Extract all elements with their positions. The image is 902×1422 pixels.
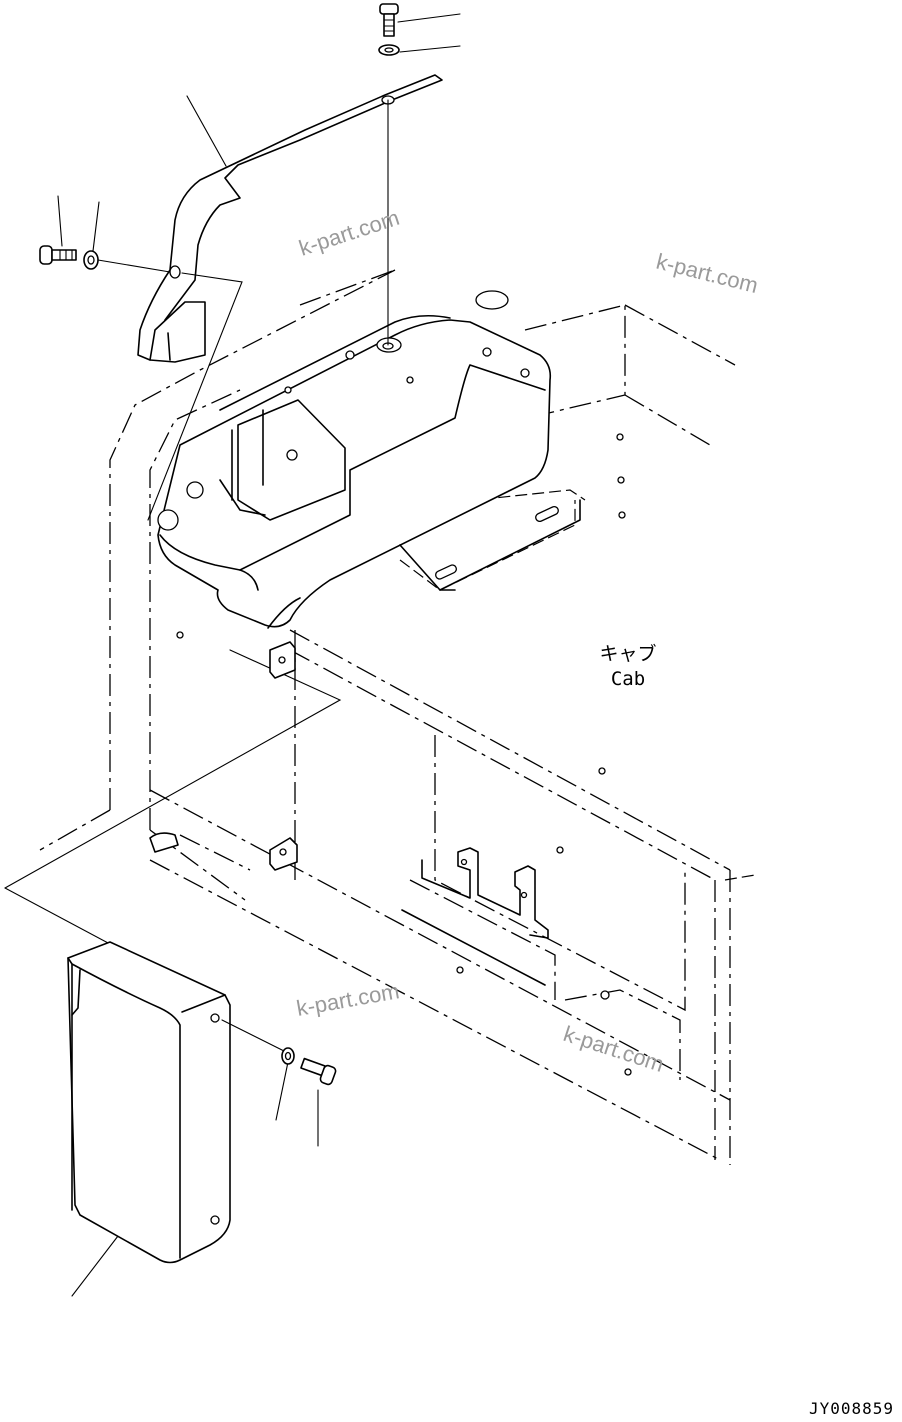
floor-hole xyxy=(618,511,626,519)
watermark: k-part.com xyxy=(654,249,761,298)
console-nut xyxy=(520,368,530,378)
left-bolt xyxy=(39,245,243,521)
console-knob xyxy=(157,509,179,531)
console-nut xyxy=(286,449,298,461)
lower-bolt xyxy=(281,1047,337,1086)
cab-label-en: Cab xyxy=(611,668,645,690)
cover-bolt-hole xyxy=(210,1215,220,1225)
left-washer-hole xyxy=(87,255,95,265)
top-bolt xyxy=(378,3,400,346)
lower-cover xyxy=(67,941,287,1264)
console-nut xyxy=(482,347,492,357)
floor-hole xyxy=(616,433,624,441)
slot-hole xyxy=(535,505,559,523)
cover-hole xyxy=(169,265,181,279)
floor-hole xyxy=(617,476,625,484)
cover-bolt-hole xyxy=(210,1013,220,1023)
console-knob xyxy=(186,481,204,499)
slot-hole xyxy=(435,564,457,580)
frame-brackets xyxy=(149,350,632,1076)
console-box xyxy=(157,290,626,629)
console-hole xyxy=(475,290,509,310)
bracket-cover xyxy=(137,74,443,363)
watermark: k-part.com xyxy=(560,1021,667,1077)
seat-bracket xyxy=(401,847,549,986)
watermark: k-part.com xyxy=(296,205,403,261)
cab-label-jp: キャブ xyxy=(599,642,656,665)
top-washer-hole xyxy=(384,47,394,53)
drawing-code: JY008859 xyxy=(809,1399,894,1418)
watermark: k-part.com xyxy=(295,978,402,1021)
base-plate xyxy=(399,499,581,591)
